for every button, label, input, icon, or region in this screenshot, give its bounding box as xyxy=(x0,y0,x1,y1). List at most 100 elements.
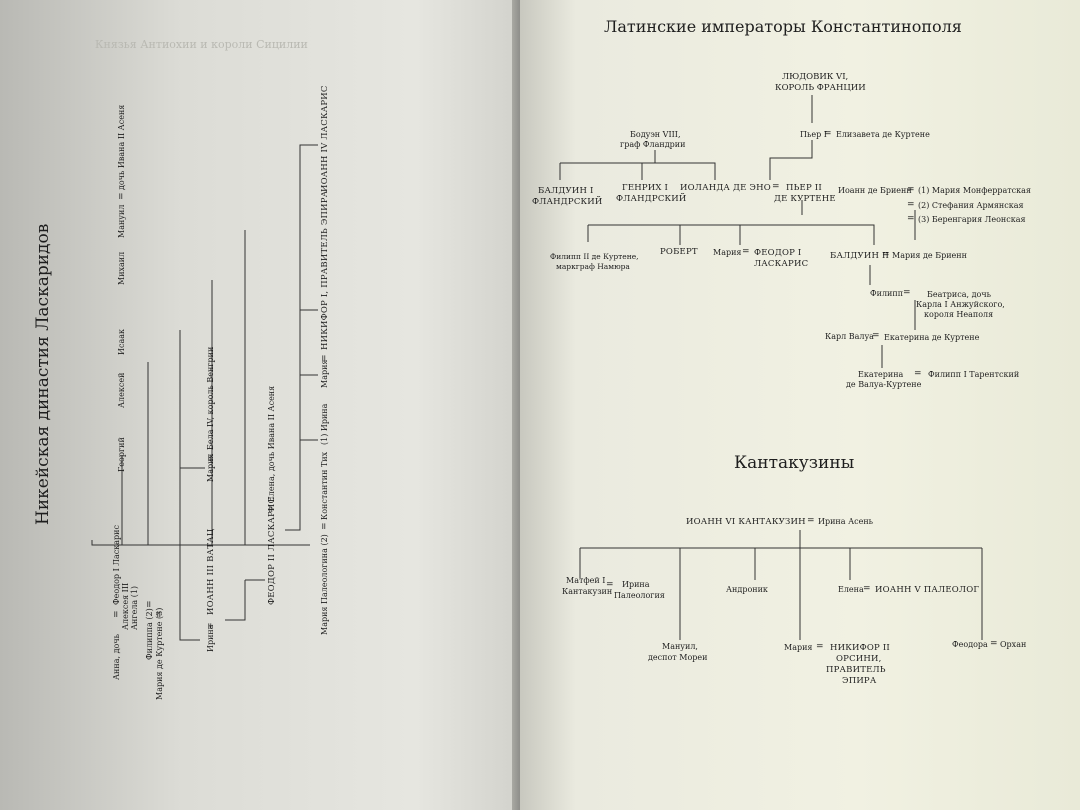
person-feodora: Феодора xyxy=(952,640,988,649)
person-manuel-wife: дочь Ивана II Асеня xyxy=(117,104,126,190)
marriage-sign: = xyxy=(882,250,890,260)
person-jean-brienne: Иоанн де Бриенн xyxy=(838,186,912,195)
person-matvei-i-2: Кантакузин xyxy=(562,587,613,596)
person-philippe-ii: Филипп II де Куртене, xyxy=(550,252,639,261)
person-philippe-tarente: Филипп I Тарентский xyxy=(928,370,1020,379)
person-mikhail: Михаил xyxy=(117,251,126,285)
marriage-sign: = xyxy=(206,622,216,630)
marriage-sign: = xyxy=(772,182,780,192)
person-ioann-iii: ИОАНН III ВАТАЦ xyxy=(206,528,216,615)
person-theodore-i-laskaris: ФЕОДОР I xyxy=(754,248,802,258)
left-page: Князья Антиохии и короли Сицилии Никейск… xyxy=(0,0,520,810)
person-wife-1: (1) Мария Монферратская xyxy=(918,186,1031,195)
person-elena: Елена, дочь Ивана II Асеня xyxy=(267,385,276,502)
person-elizabeth-courtenay: Елизавета де Куртене xyxy=(836,130,930,139)
person-manuel-despot-2: деспот Мореи xyxy=(648,653,708,662)
person-ioann-v: ИОАНН V ПАЛЕОЛОГ xyxy=(875,585,980,595)
marriage-sign: = xyxy=(863,584,871,594)
person-philippe-ii-title: маркграф Намюра xyxy=(556,262,630,271)
latin-emperors-title: Латинские императоры Константинополя xyxy=(604,17,962,36)
marriage-sign: = xyxy=(145,600,155,608)
person-nikifor-ii: НИКИФОР II xyxy=(830,643,890,653)
person-irina-asen: Ирина Асень xyxy=(818,517,874,526)
person-louis-vi: ЛЮДОВИК VI, xyxy=(782,72,849,82)
person-matvei-i: Матфей I xyxy=(566,576,606,585)
person-catherine-valois: Екатерина xyxy=(858,370,904,379)
person-elena-kant: Елена xyxy=(838,585,864,594)
marriage-sign: = xyxy=(872,331,880,341)
person-wife-3: (3) Беренгария Леонская xyxy=(918,215,1026,224)
person-pierre-i: Пьер I xyxy=(800,130,827,139)
person-ioann-iv: ИОАНН IV ЛАСКАРИС xyxy=(320,85,330,192)
person-theodore-ii: ФЕОДОР II ЛАСКАРИС xyxy=(267,496,277,605)
person-irina-1: (1) Ирина xyxy=(320,403,329,445)
person-yolanda: ИОЛАНДА ДЕ ЭНО xyxy=(680,183,771,193)
person-wife-2: (2) Стефания Армянская xyxy=(918,201,1024,210)
person-bela-iv: Бела IV, король Венгрии xyxy=(206,346,215,450)
person-manuel-despot: Мануил, xyxy=(662,642,698,651)
person-nikifor-i: НИКИФОР I, ПРАВИТЕЛЬ ЭПИРА xyxy=(320,190,330,350)
marriage-sign: = xyxy=(903,288,911,298)
person-nikifor-ii-4: ЭПИРА xyxy=(842,676,877,686)
person-isaac: Исаак xyxy=(117,329,126,355)
person-alexei: Алексей xyxy=(117,372,126,408)
person-henry-i-title: ФЛАНДРСКИЙ xyxy=(616,194,687,204)
marriage-sign: = xyxy=(206,454,216,462)
person-philippe: Филипп xyxy=(870,289,904,298)
marriage-sign: = xyxy=(824,129,832,139)
person-catherine-courtenay: Екатерина де Куртене xyxy=(884,333,980,342)
person-baudouin-viii-title: граф Фландрии xyxy=(620,140,686,149)
marriage-sign: = xyxy=(117,192,127,200)
genealogy-tree-lines xyxy=(559,95,983,640)
person-maria-latin: Мария xyxy=(713,248,742,257)
person-irina-palaiologina-2: Палеология xyxy=(614,591,665,600)
person-georgy: Георгий xyxy=(117,437,126,472)
marriage-sign: = xyxy=(907,214,915,224)
person-pierre-ii: ПЬЕР II xyxy=(786,183,822,193)
person-andronik: Андроник xyxy=(726,585,768,594)
person-maria-palaiologina: Мария Палеологина (2) xyxy=(320,534,329,635)
person-maria-kant: Мария xyxy=(784,643,813,652)
person-ioann-vi: ИОАНН VI КАНТАКУЗИН xyxy=(686,517,806,527)
person-beatrice-2: Карла I Анжуйского, xyxy=(916,300,1005,309)
person-konstantin-tikh: Константин Тих xyxy=(320,451,329,520)
person-philippa: Филиппа (2) xyxy=(145,608,154,660)
laskarid-tree-lines xyxy=(91,144,318,641)
kantakuzinos-title: Кантакузины xyxy=(734,453,855,473)
person-louis-vi-title: КОРОЛЬ ФРАНЦИИ xyxy=(775,83,866,93)
marriage-sign: = xyxy=(914,369,922,379)
marriage-sign: = xyxy=(606,580,614,590)
person-beatrice-3: короля Неаполя xyxy=(924,310,994,319)
marriage-sign: = xyxy=(112,610,122,618)
marriage-sign: = xyxy=(816,642,824,652)
person-catherine-valois-2: де Валуа-Куртене xyxy=(846,380,922,389)
person-baldwin-ii: БАЛДУИН II xyxy=(830,251,890,261)
person-orhan: Орхан xyxy=(1000,640,1027,649)
marriage-sign: = xyxy=(742,247,750,257)
marriage-sign: = xyxy=(907,200,915,210)
person-maria-nikifor: Мария xyxy=(320,359,329,388)
person-baudouin-viii: Бодуэн VIII, xyxy=(630,130,681,139)
person-henry-i: ГЕНРИХ I xyxy=(622,183,669,193)
person-pierre-ii-title: ДЕ КУРТЕНЕ xyxy=(774,194,836,204)
person-robert: РОБЕРТ xyxy=(660,247,698,257)
marriage-sign: = xyxy=(267,505,277,513)
right-page: Латинские императоры Константинополя ЛЮД… xyxy=(520,0,1080,810)
person-theodore-i-laskaris-2: ЛАСКАРИС xyxy=(754,259,809,269)
marriage-sign: = xyxy=(907,185,915,195)
marriage-sign: = xyxy=(807,516,815,526)
marriage-sign: = xyxy=(990,639,998,649)
marriage-sign: = xyxy=(320,354,330,362)
person-nikifor-ii-2: ОРСИНИ, xyxy=(836,654,882,664)
person-beatrice: Беатриса, дочь xyxy=(927,290,991,299)
person-irina-palaiologina: Ирина xyxy=(622,580,650,589)
marriage-sign: = xyxy=(320,522,330,530)
person-angel: Ангела (1) xyxy=(130,585,139,630)
person-baldwin-i: БАЛДУИН I xyxy=(538,186,594,196)
person-maria-brienne: Мария де Бриенн xyxy=(892,251,967,260)
person-manuel: Мануил xyxy=(117,204,126,238)
person-theodore-i: Феодор I Ласкарис xyxy=(112,525,121,605)
person-charles-valois: Карл Валуа xyxy=(825,332,874,341)
laskarid-title: Никейская династия Ласкаридов xyxy=(33,223,53,525)
person-maria-courtenay: Мария де Куртене (3) xyxy=(155,607,164,700)
